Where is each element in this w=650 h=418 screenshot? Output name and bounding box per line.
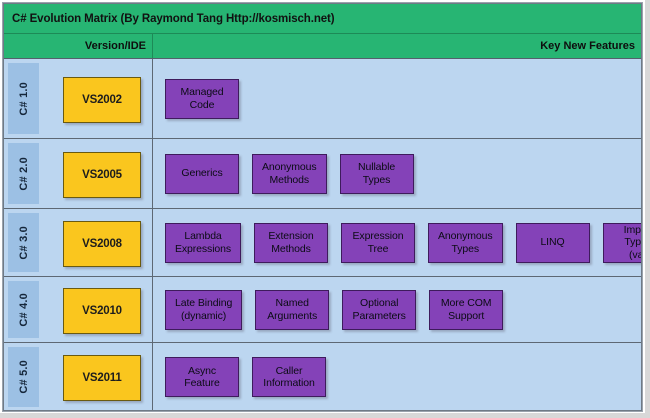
- features-cell: Generics Anonymous Methods Nullable Type…: [153, 139, 641, 208]
- ide-label: VS2002: [82, 93, 122, 106]
- version-cell: C# 4.0 VS2010: [4, 277, 153, 342]
- table-row: C# 5.0 VS2011 Async Feature Caller Infor…: [4, 343, 641, 410]
- feature-label: Nullable Types: [357, 161, 396, 186]
- version-cell: C# 3.0 VS2008: [4, 209, 153, 276]
- version-strip: C# 5.0: [8, 347, 39, 407]
- table-title-bar: C# Evolution Matrix (By Raymond Tang Htt…: [4, 4, 641, 34]
- feature-label: Late Binding (dynamic): [175, 297, 233, 322]
- matrix-rows: C# 1.0 VS2002 Managed Code C# 2.0: [4, 59, 641, 410]
- feature-box: More COM Support: [429, 289, 504, 330]
- version-label: C# 2.0: [17, 156, 30, 191]
- version-strip: C# 3.0: [8, 213, 39, 272]
- feature-box: Async Feature: [165, 357, 239, 397]
- feature-box: Expression Tree: [341, 222, 416, 263]
- feature-box: Generics: [165, 153, 239, 194]
- matrix-table: C# Evolution Matrix (By Raymond Tang Htt…: [3, 3, 642, 411]
- feature-box: Lambda Expressions: [165, 222, 242, 263]
- ide-box: VS2011: [63, 355, 141, 401]
- feature-box: Implicit Typing (var): [602, 222, 642, 263]
- features-cell: Async Feature Caller Information: [153, 343, 641, 410]
- version-label: C# 4.0: [17, 292, 30, 327]
- ide-box: VS2002: [63, 76, 141, 123]
- feature-label: Async Feature: [184, 364, 220, 390]
- ide-box: VS2008: [63, 220, 141, 267]
- column-header-version: Version/IDE: [4, 34, 153, 58]
- feature-box: Extension Methods: [254, 222, 329, 263]
- ide-box: VS2010: [63, 287, 141, 334]
- feature-box: Managed Code: [165, 78, 239, 119]
- table-row: C# 3.0 VS2008 Lambda Expressions Extensi…: [4, 209, 641, 277]
- feature-box: Optional Parameters: [342, 289, 417, 330]
- feature-label: Optional Parameters: [352, 297, 406, 322]
- feature-box: Named Arguments: [255, 289, 330, 330]
- column-header-version-label: Version/IDE: [84, 40, 146, 52]
- version-strip: C# 4.0: [8, 281, 39, 338]
- feature-label: Caller Information: [263, 364, 315, 390]
- feature-box: Caller Information: [252, 357, 326, 397]
- column-header-features-label: Key New Features: [540, 40, 635, 52]
- version-label: C# 3.0: [17, 225, 30, 260]
- ide-label: VS2010: [82, 304, 122, 317]
- ide-label: VS2011: [82, 372, 122, 384]
- feature-label: LINQ: [540, 236, 565, 249]
- ide-label: VS2008: [82, 237, 122, 250]
- features-cell: Lambda Expressions Extension Methods Exp…: [153, 209, 642, 276]
- version-cell: C# 2.0 VS2005: [4, 139, 153, 208]
- feature-box: Anonymous Methods: [252, 153, 327, 194]
- table-row: C# 1.0 VS2002 Managed Code: [4, 59, 641, 139]
- feature-label: Extension Methods: [268, 230, 314, 255]
- version-strip: C# 2.0: [8, 143, 39, 204]
- table-row: C# 2.0 VS2005 Generics Anonymous Methods…: [4, 139, 641, 209]
- ide-box: VS2005: [63, 151, 141, 198]
- version-label: C# 1.0: [17, 81, 30, 116]
- version-cell: C# 5.0 VS2011: [4, 343, 153, 410]
- table-row: C# 4.0 VS2010 Late Binding (dynamic) Nam…: [4, 277, 641, 343]
- feature-label: Anonymous Types: [437, 230, 493, 255]
- ide-label: VS2005: [82, 168, 122, 181]
- version-strip: C# 1.0: [8, 63, 39, 134]
- feature-label: Implicit Typing (var): [623, 223, 642, 261]
- feature-box: LINQ: [515, 222, 590, 263]
- column-header-row: Version/IDE Key New Features: [4, 34, 641, 59]
- feature-label: Named Arguments: [267, 297, 318, 322]
- feature-box: Late Binding (dynamic): [165, 289, 243, 330]
- feature-box: Anonymous Types: [428, 222, 503, 263]
- page-title: C# Evolution Matrix (By Raymond Tang Htt…: [12, 12, 335, 25]
- features-cell: Managed Code: [153, 59, 641, 138]
- feature-label: Expression Tree: [352, 230, 404, 255]
- version-cell: C# 1.0 VS2002: [4, 59, 153, 138]
- feature-label: Managed Code: [180, 86, 224, 111]
- feature-label: Anonymous Methods: [262, 161, 317, 186]
- version-label: C# 5.0: [17, 360, 30, 394]
- feature-box: Nullable Types: [339, 153, 414, 194]
- features-cell: Late Binding (dynamic) Named Arguments O…: [153, 277, 641, 342]
- feature-label: Generics: [181, 167, 223, 180]
- feature-label: More COM Support: [440, 297, 492, 322]
- column-header-features: Key New Features: [153, 34, 641, 58]
- feature-label: Lambda Expressions: [174, 230, 232, 255]
